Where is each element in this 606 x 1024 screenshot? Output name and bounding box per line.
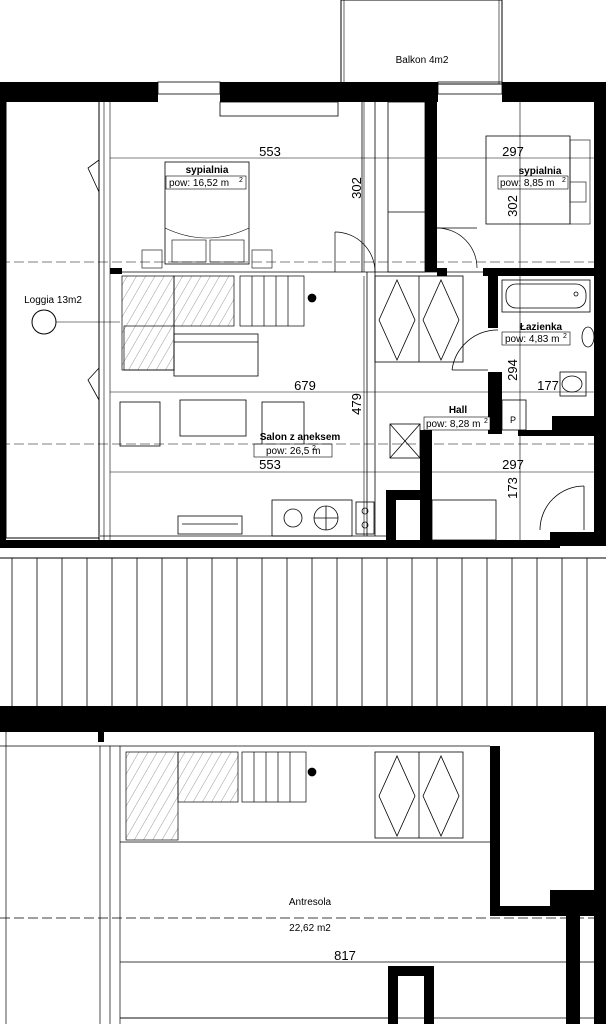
- hall-width: 297: [502, 457, 524, 472]
- mezzanine-walls: [98, 732, 606, 1024]
- living-name: Salon z aneksem: [260, 432, 341, 443]
- hall-name: Hall: [449, 405, 468, 416]
- loggia: Loggia 13m2: [5, 99, 120, 540]
- living-area-sup: 2: [312, 445, 316, 452]
- living-area-box: [253, 443, 333, 458]
- bedroom-small-height: 302: [505, 195, 520, 217]
- dimension-lines: [0, 102, 606, 540]
- bedroom-small-area-sup: 2: [562, 177, 566, 184]
- closet-label: P: [510, 415, 516, 425]
- bathroom-area: pow: 4,83 m: [505, 334, 559, 345]
- bathroom-area-box: [501, 331, 571, 346]
- loggia-label: Loggia 13m2: [24, 295, 82, 306]
- bathroom-height: 294: [505, 359, 520, 381]
- living-width-2: 553: [259, 457, 281, 472]
- staircase-lower: [125, 751, 317, 841]
- bedroom-small-name: sypialnia: [519, 166, 562, 177]
- mezzanine-width: 817: [334, 948, 356, 963]
- balcony-label: Balkon 4m2: [396, 55, 449, 66]
- hall: [431, 485, 585, 541]
- living-width: 679: [294, 378, 316, 393]
- bathroom-area-sup: 2: [563, 333, 567, 340]
- bedroom-small: sypialnia pow: 8,85 m 2: [436, 135, 591, 269]
- staircase-upper: [121, 275, 317, 371]
- bedroom-main: sypialnia pow: 16,52 m 2: [141, 161, 376, 273]
- top-windows: [157, 81, 503, 117]
- hall-area: pow: 8,28 m: [426, 419, 480, 430]
- partition-lines: [110, 101, 594, 536]
- bathroom: [451, 279, 595, 431]
- bedroom-main-area: pow: 16,52 m: [169, 178, 229, 189]
- living-area: pow: 26,5 m: [266, 446, 320, 457]
- bedroom-main-width: 553: [259, 144, 281, 159]
- roof: [0, 557, 606, 732]
- living-furniture: [119, 333, 421, 537]
- bedroom-main-name: sypialnia: [186, 165, 229, 176]
- wardrobes-upper: [374, 275, 464, 363]
- hall-area-box: [423, 416, 491, 431]
- balcony: Balkon 4m2: [340, 0, 503, 85]
- mezzanine-lines: [0, 732, 606, 1024]
- bathroom-name: Łazienka: [520, 322, 563, 333]
- mezzanine-area: 22,62 m2: [289, 923, 331, 934]
- floor-slab: [0, 540, 560, 548]
- hall-height: 173: [505, 477, 520, 499]
- bedroom-main-height: 302: [349, 177, 364, 199]
- bedroom-main-area-sup: 2: [239, 177, 243, 184]
- bathroom-width: 177: [537, 378, 559, 393]
- bedroom-small-area: pow: 8,85 m: [500, 178, 554, 189]
- mezzanine-name: Antresola: [289, 897, 332, 908]
- bedroom-small-width: 297: [502, 144, 524, 159]
- outer-walls: [0, 82, 606, 542]
- hall-area-sup: 2: [484, 418, 488, 425]
- living-height: 479: [349, 393, 364, 415]
- wardrobes-lower: [374, 751, 464, 839]
